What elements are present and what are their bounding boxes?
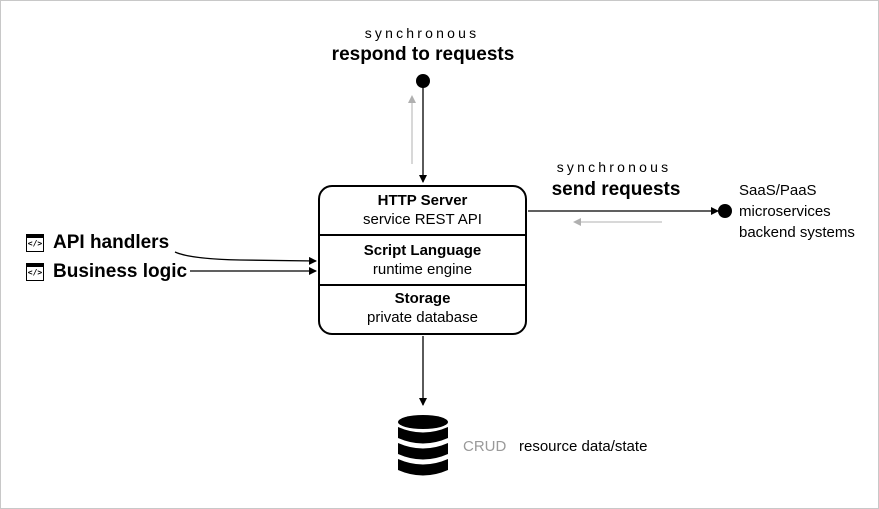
target-systems-list: SaaS/PaaS microservices backend systems xyxy=(739,180,855,243)
target-item: backend systems xyxy=(739,224,855,241)
code-window-icon: </> xyxy=(26,263,44,281)
section-subtitle: service REST API xyxy=(363,211,482,228)
top-mode-label: synchronous xyxy=(364,25,480,41)
input-api-handlers: </> API handlers xyxy=(26,232,169,254)
resource-label: resource data/state xyxy=(519,438,648,455)
input-label: API handlers xyxy=(53,232,170,253)
section-title: Script Language xyxy=(363,242,482,259)
input-label: Business logic xyxy=(53,261,188,282)
script-language-section: Script Language runtime engine xyxy=(320,242,525,279)
section-subtitle: runtime engine xyxy=(372,261,473,278)
input-business-logic: </> Business logic xyxy=(26,261,187,283)
database-icon xyxy=(398,415,448,476)
right-title: send requests xyxy=(551,179,681,200)
api-handlers-arrow xyxy=(174,251,317,265)
right-endpoint-dot xyxy=(718,204,732,218)
http-server-section: HTTP Server service REST API xyxy=(320,192,525,229)
section-title: Storage xyxy=(394,290,451,307)
section-subtitle: private database xyxy=(367,309,478,326)
code-window-icon: </> xyxy=(26,234,44,252)
storage-section: Storage private database xyxy=(320,290,525,327)
crud-label: CRUD xyxy=(463,438,507,455)
server-box: HTTP Server service REST API Script Lang… xyxy=(318,185,527,335)
section-divider xyxy=(320,234,525,236)
target-item: microservices xyxy=(739,203,831,220)
top-title: respond to requests xyxy=(331,44,515,65)
target-item: SaaS/PaaS xyxy=(739,182,817,199)
section-divider xyxy=(320,284,525,286)
section-title: HTTP Server xyxy=(377,192,468,209)
right-mode-label: synchronous xyxy=(556,159,672,175)
